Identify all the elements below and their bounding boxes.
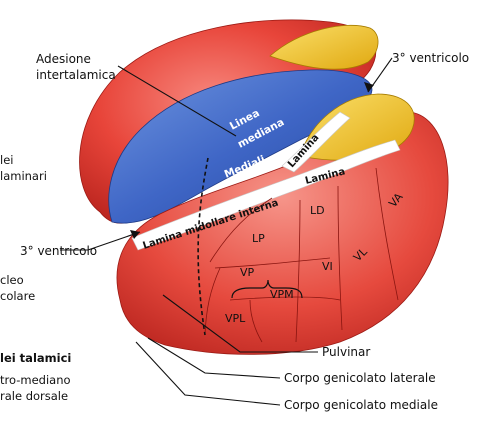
cropped-laminari: laminari bbox=[0, 169, 47, 183]
label-ventricolo-left: 3° ventricolo bbox=[20, 244, 97, 258]
nucleus-lp: LP bbox=[252, 232, 265, 245]
label-ventricolo-top: 3° ventricolo bbox=[392, 51, 469, 65]
nucleus-vp: VP bbox=[240, 266, 255, 279]
cropped-heading: lei talamici bbox=[0, 351, 71, 365]
label-pulvinar: Pulvinar bbox=[322, 345, 370, 359]
nucleus-vi: VI bbox=[322, 260, 333, 273]
nucleus-vpl: VPL bbox=[225, 312, 246, 325]
label-adesione-2: intertalamica bbox=[36, 68, 116, 82]
cropped-tro-mediano: tro-mediano bbox=[0, 373, 71, 387]
cropped-cleo: cleo bbox=[0, 273, 24, 287]
label-cgl: Corpo genicolato laterale bbox=[284, 371, 436, 385]
nucleus-vpm: VPM bbox=[270, 288, 294, 301]
cropped-colare: colare bbox=[0, 289, 35, 303]
nucleus-ld: LD bbox=[310, 204, 325, 217]
label-cgm: Corpo genicolato mediale bbox=[284, 398, 438, 412]
label-adesione-1: Adesione bbox=[36, 52, 91, 66]
cropped-rale-dorsale: rale dorsale bbox=[0, 389, 68, 403]
cropped-lei: lei bbox=[0, 153, 13, 167]
